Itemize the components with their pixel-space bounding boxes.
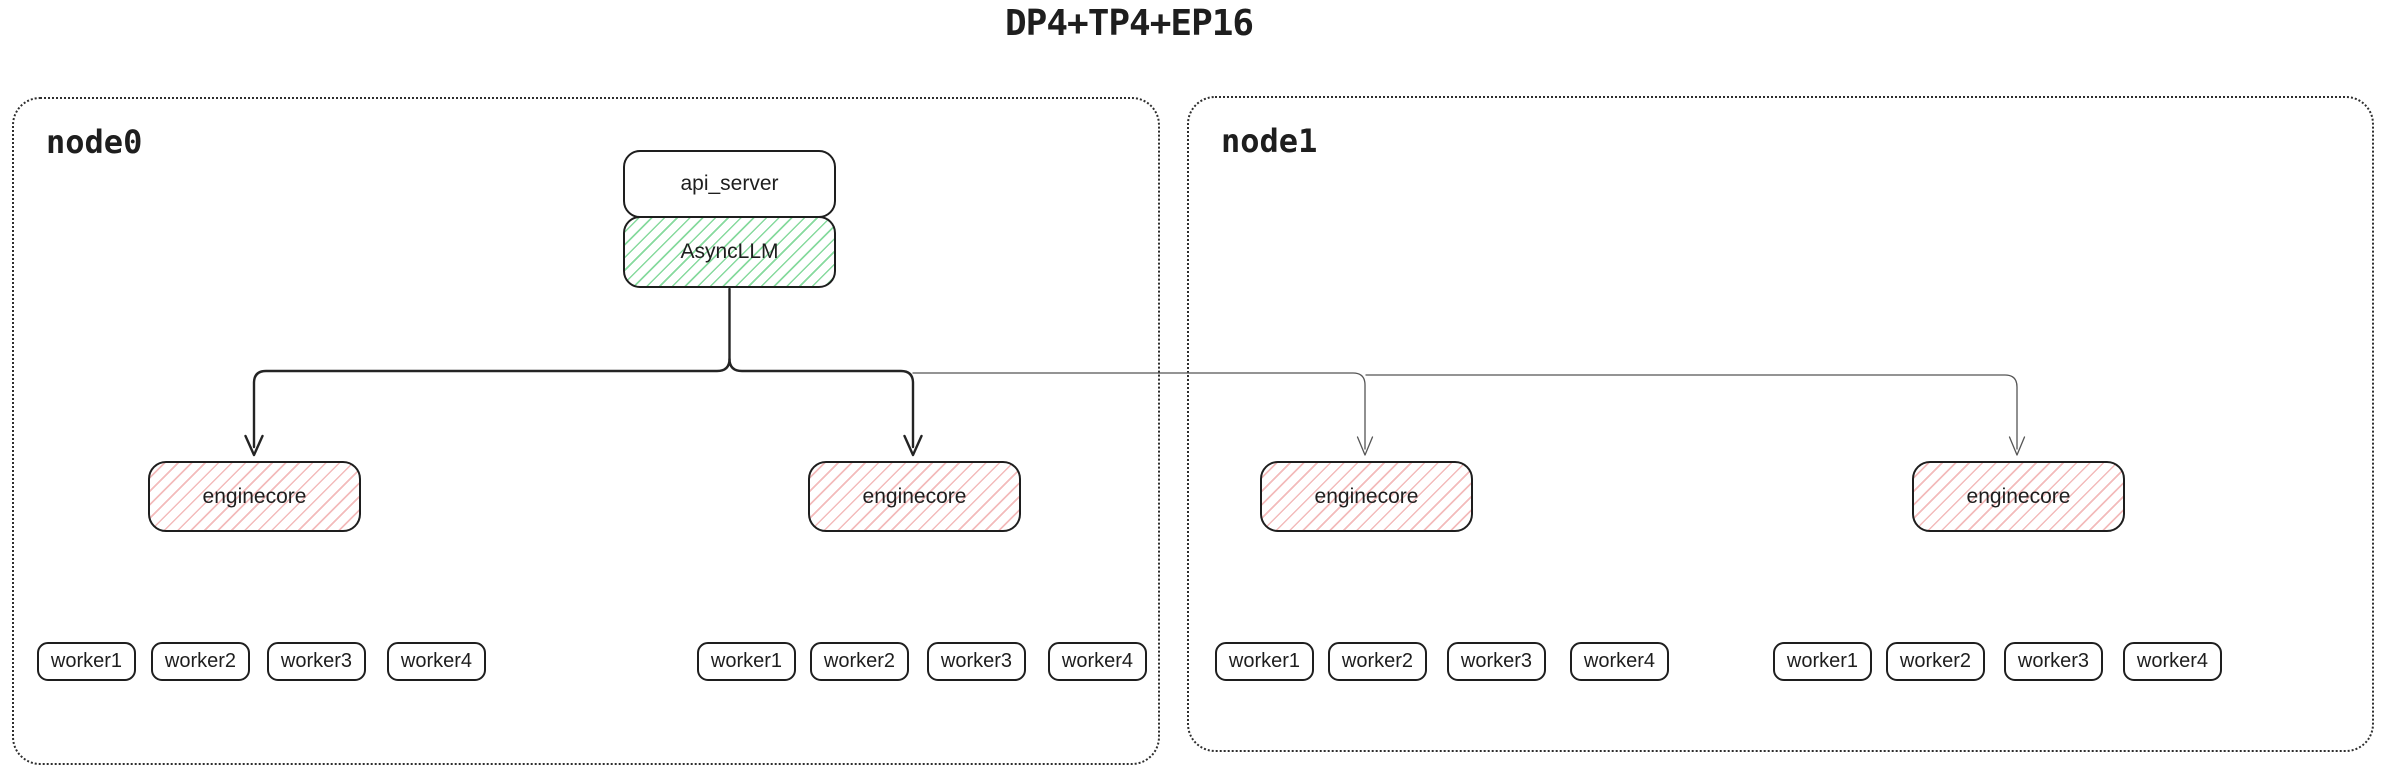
worker-box: worker2	[151, 642, 250, 681]
worker-box: worker4	[1048, 642, 1147, 681]
worker-box: worker2	[810, 642, 909, 681]
enginecore-box: enginecore	[1912, 461, 2125, 532]
worker-box: worker1	[1773, 642, 1872, 681]
worker-box: worker3	[927, 642, 1026, 681]
api-server-box: api_server	[623, 150, 836, 218]
worker-box: worker1	[697, 642, 796, 681]
worker-box: worker4	[387, 642, 486, 681]
enginecore-box: enginecore	[1260, 461, 1473, 532]
async-llm-box: AsyncLLM	[623, 216, 836, 288]
worker-box: worker2	[1328, 642, 1427, 681]
enginecore-box: enginecore	[148, 461, 361, 532]
node1-label: node1	[1221, 122, 1318, 160]
worker-box: worker1	[1215, 642, 1314, 681]
worker-box: worker4	[2123, 642, 2222, 681]
worker-box: worker2	[1886, 642, 1985, 681]
node0-label: node0	[46, 123, 143, 161]
worker-box: worker3	[2004, 642, 2103, 681]
worker-box: worker4	[1570, 642, 1669, 681]
worker-box: worker3	[267, 642, 366, 681]
worker-box: worker3	[1447, 642, 1546, 681]
diagram-title: DP4+TP4+EP16	[1005, 3, 1254, 44]
worker-box: worker1	[37, 642, 136, 681]
enginecore-box: enginecore	[808, 461, 1021, 532]
